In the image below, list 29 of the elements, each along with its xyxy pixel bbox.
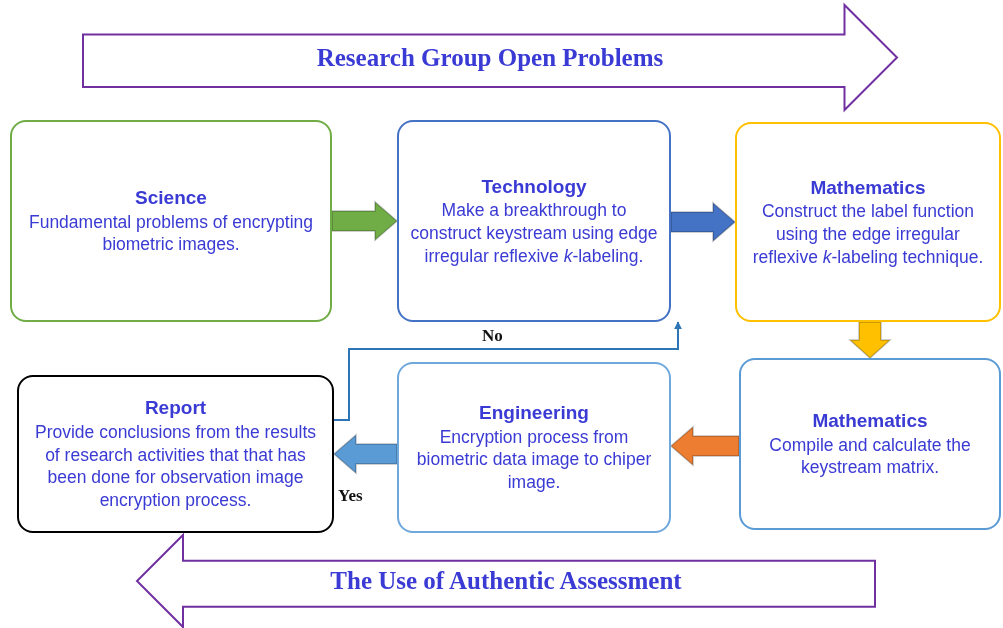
decision-label: Yes xyxy=(337,487,364,506)
process-box xyxy=(397,362,671,533)
block-arrow xyxy=(670,201,737,243)
box-title: Mathematics xyxy=(812,408,928,433)
block-arrow xyxy=(331,200,399,242)
process-box xyxy=(17,375,334,533)
box-description: Compile and calculate the keystream matrix. xyxy=(768,433,972,480)
process-box xyxy=(735,122,1001,322)
box-description: Provide conclusions from the results of research activities that that has been done for observation image encryption process. xyxy=(33,420,318,512)
banner-arrow xyxy=(83,5,897,110)
feedback-arrow xyxy=(333,321,682,421)
box-description: Make a breakthrough to construct keystream using edge irregular reflexive k-labeling. xyxy=(409,199,659,268)
block-arrow xyxy=(332,433,398,475)
box-title: Mathematics xyxy=(810,175,926,200)
box-description: Encryption process from biometric data image to chiper image. xyxy=(415,425,653,494)
banner-arrow xyxy=(137,535,875,627)
box-title: Engineering xyxy=(479,401,589,426)
box-description: Fundamental problems of encrypting biometric images. xyxy=(27,210,314,257)
process-box xyxy=(10,120,332,322)
banner-title: The Use of Authentic Assessment xyxy=(330,566,682,595)
process-box xyxy=(739,358,1001,530)
box-description: Construct the label function using the edge irregular reflexive k-labeling technique. xyxy=(751,200,985,269)
box-title: Science xyxy=(135,185,207,210)
box-title: Report xyxy=(144,396,207,421)
banner-title: Research Group Open Problems xyxy=(316,43,664,72)
box-title: Technology xyxy=(481,174,587,199)
block-arrow xyxy=(848,321,892,359)
block-arrow xyxy=(669,425,740,467)
process-box xyxy=(397,120,671,322)
